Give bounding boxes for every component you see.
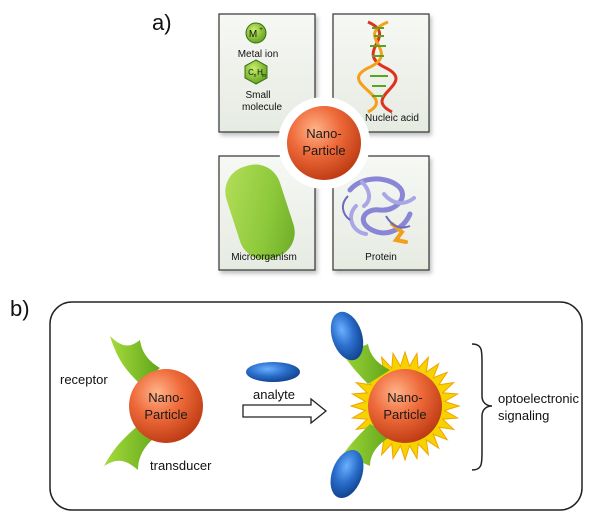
signal-label-line1: optoelectronic (498, 391, 579, 406)
bound-analyte-upper-icon (330, 311, 364, 361)
panel-b-frame (49, 301, 583, 511)
panel-a-label: a) (152, 10, 172, 35)
small-molecule-icon (244, 59, 268, 85)
metal-ion-icon (245, 22, 267, 44)
protein-label: Protein (365, 252, 397, 263)
center-particle-line1: Nano- (306, 126, 341, 141)
left-nanoparticle-icon (129, 369, 203, 443)
center-particle: Nano- Particle (278, 97, 370, 189)
tile-top-right: Nucleic acid (332, 13, 430, 133)
receptor-label: receptor (60, 372, 108, 387)
molecule-subscript-n: n (254, 73, 257, 79)
molecule-symbol-c: C (248, 68, 254, 77)
signal-brace-icon (471, 343, 493, 471)
analyte-label: analyte (253, 387, 295, 402)
signal-label-line2: signaling (498, 408, 549, 423)
microorganism-label: Microorganism (231, 252, 297, 263)
protein-icon (342, 176, 416, 244)
left-particle-line2: Particle (144, 407, 187, 422)
molecule-symbol-h: H (257, 68, 263, 77)
metal-ion-label: Metal ion (238, 49, 279, 60)
small-molecule-label-line2: molecule (242, 102, 282, 113)
panel-b-label: b) (10, 296, 30, 321)
right-particle-line2: Particle (383, 407, 426, 422)
molecule-subscript-m: m (262, 73, 266, 79)
bound-analyte-lower-icon (330, 449, 364, 499)
center-particle-line2: Particle (302, 143, 345, 158)
microorganism-icon (225, 164, 295, 260)
left-receptor-assembly: Nano- Particle (104, 336, 203, 470)
right-bound-assembly: Nano- Particle (330, 311, 461, 499)
right-nanoparticle-icon (368, 369, 442, 443)
transducer-label: transducer (150, 458, 212, 473)
nanoparticle-icon (287, 106, 361, 180)
right-particle-line1: Nano- (387, 390, 422, 405)
small-molecule-label-line1: Small (245, 90, 270, 101)
reaction-arrow-icon (242, 397, 328, 425)
analyte-icon (246, 362, 300, 382)
receptor-upper-icon (110, 336, 160, 384)
metal-ion-symbol: M (249, 29, 257, 40)
nucleic-acid-label: Nucleic acid (365, 113, 419, 124)
left-particle-line1: Nano- (148, 390, 183, 405)
dna-helix-icon (357, 20, 398, 114)
metal-ion-charge: + (259, 27, 263, 33)
